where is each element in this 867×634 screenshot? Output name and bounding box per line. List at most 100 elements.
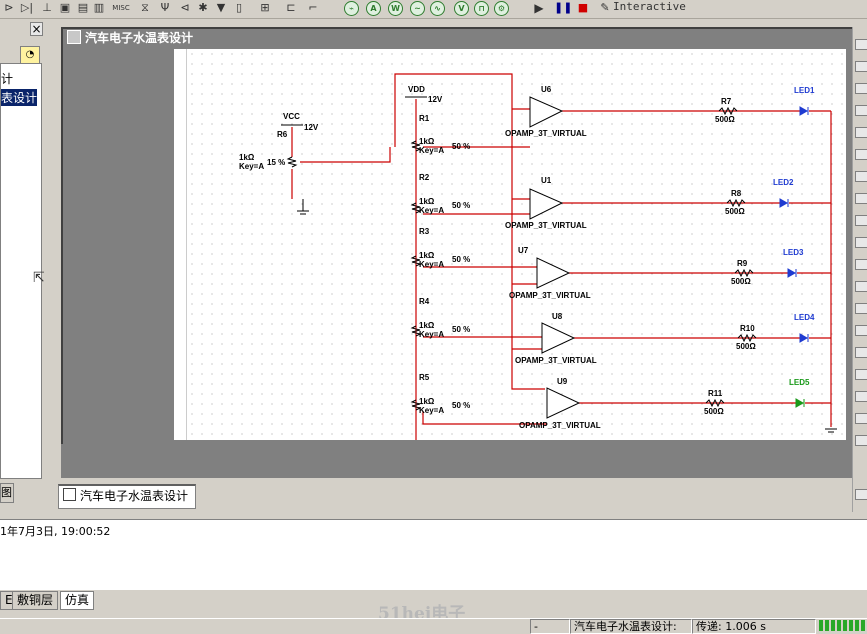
tool-icon[interactable] (855, 259, 867, 270)
tab-design[interactable]: 汽车电子水温表设计 (58, 484, 196, 509)
voltmeter-icon[interactable]: V (454, 1, 469, 16)
resistor-r11[interactable] (705, 398, 725, 408)
pot-r2[interactable] (410, 202, 422, 214)
led1-icon[interactable] (799, 106, 809, 116)
tool-icon[interactable] (855, 237, 867, 248)
tool-icon[interactable] (855, 61, 867, 72)
opamp-u9[interactable] (546, 387, 581, 419)
pot-pct: 50 % (452, 255, 470, 264)
transistor-icon[interactable]: ⊥ (42, 1, 52, 14)
pot-pct: 50 % (452, 142, 470, 151)
pot-key: Key=A (419, 146, 444, 155)
design-window-titlebar[interactable]: 汽车电子水温表设计 (63, 29, 852, 47)
opamp-model: OPAMP_3T_VIRTUAL (505, 129, 587, 138)
misc-icon[interactable]: MISC (112, 4, 130, 12)
close-icon[interactable]: × (30, 22, 43, 36)
ic-icon[interactable]: ▥ (93, 1, 105, 14)
oscilloscope-icon[interactable]: ~ (410, 1, 425, 16)
tool-icon[interactable] (855, 369, 867, 380)
tool-icon[interactable] (855, 325, 867, 336)
opamp-u8[interactable] (541, 322, 576, 354)
pulse-icon[interactable]: ⊓ (474, 1, 489, 16)
tool-icon[interactable] (855, 39, 867, 50)
tool-icon[interactable] (855, 435, 867, 446)
meter-icon[interactable]: ⌁ (344, 1, 359, 16)
log-line: 1年7月3日, 19:00:52 (0, 525, 111, 538)
probe-icon[interactable]: ▼ (216, 1, 226, 14)
schematic-icon (67, 30, 81, 44)
led5-icon[interactable] (795, 398, 805, 408)
led3-icon[interactable] (787, 268, 797, 278)
tree-item[interactable]: 计 (1, 72, 14, 86)
gate-icon[interactable]: ⊲ (180, 1, 190, 14)
wire[interactable] (394, 73, 545, 390)
component-icon[interactable]: ⊳ (4, 1, 14, 14)
resistor-r9[interactable] (734, 268, 754, 278)
tool-icon[interactable] (855, 105, 867, 116)
wire[interactable] (300, 147, 391, 163)
antenna-icon[interactable]: Ψ (160, 1, 170, 14)
generator-icon[interactable]: ∿ (430, 1, 445, 16)
pot-ref: R1 (419, 114, 430, 123)
wattmeter-icon[interactable]: W (388, 1, 403, 16)
led4-icon[interactable] (799, 333, 809, 343)
schematic-drawing[interactable]: VDD 12V VCC 12V R6 1kΩ Key=A 15 % R1 1kΩ… (187, 49, 846, 440)
tree-item-selected[interactable]: 表设计 (1, 89, 38, 106)
opamp-u6[interactable] (529, 96, 564, 128)
pot-value: 1kΩ (419, 197, 435, 206)
tool-icon[interactable] (855, 127, 867, 138)
resistor-r7[interactable] (718, 106, 738, 116)
connector-icon[interactable]: ⌐ (308, 1, 318, 14)
pot-r6[interactable] (286, 156, 298, 168)
ic-icon[interactable]: ▤ (77, 1, 89, 14)
tool-icon[interactable] (855, 193, 867, 204)
project-icon[interactable]: ◔ (20, 46, 40, 64)
tool-icon[interactable] (855, 149, 867, 160)
pot-r3[interactable] (410, 255, 422, 267)
resistor-icon[interactable]: ⧖ (141, 1, 149, 14)
schematic-canvas[interactable]: VDD 12V VCC 12V R6 1kΩ Key=A 15 % R1 1kΩ… (187, 49, 846, 440)
opamp-ref: U9 (557, 377, 568, 386)
design-title: 汽车电子水温表设计 (85, 31, 194, 45)
pot-pct: 50 % (452, 201, 470, 210)
tool-icon[interactable] (855, 347, 867, 358)
tool-icon[interactable] (855, 303, 867, 314)
diode-icon[interactable]: ▷| (20, 1, 34, 14)
opamp-u1[interactable] (529, 188, 564, 220)
vdd-label: VDD (408, 85, 425, 94)
pot-r5[interactable] (410, 399, 422, 411)
wire[interactable] (422, 411, 547, 425)
opamp-u7[interactable] (536, 257, 571, 289)
ammeter-icon[interactable]: A (366, 1, 381, 16)
tool-icon[interactable] (855, 489, 867, 500)
tool-icon[interactable] (855, 83, 867, 94)
panel-tab[interactable]: 图 (0, 483, 14, 503)
output-panel (0, 519, 867, 590)
tab-copper-layer[interactable]: 敷铜层 (12, 591, 59, 610)
tool-icon[interactable] (855, 281, 867, 292)
pot-r1[interactable] (410, 140, 422, 152)
run-icon[interactable]: ▶ (534, 1, 544, 15)
pot-r4[interactable] (410, 325, 422, 337)
resistor-r8[interactable] (726, 198, 746, 208)
ic-icon[interactable]: ▣ (59, 1, 71, 14)
power-icon[interactable]: ⊞ (260, 1, 270, 14)
gear-icon[interactable]: ⚙ (494, 1, 509, 16)
tool-icon[interactable] (855, 413, 867, 424)
instrument-icon[interactable]: ▯ (235, 1, 243, 14)
hier-block-icon[interactable]: ⊏ (286, 1, 296, 14)
vcc-label: VCC (283, 112, 300, 121)
pause-icon[interactable]: ❚❚ (554, 1, 573, 14)
tool-icon[interactable] (855, 215, 867, 226)
bus-icon[interactable]: ✱ (198, 1, 208, 14)
led-label: LED1 (794, 86, 815, 95)
led2-icon[interactable] (779, 198, 789, 208)
tool-icon[interactable] (855, 391, 867, 402)
interactive-mode-label[interactable]: Interactive (613, 0, 686, 13)
simulation-progress (818, 620, 867, 631)
resistor-r10[interactable] (737, 333, 757, 343)
tool-icon[interactable] (855, 171, 867, 182)
stop-icon[interactable]: ■ (577, 1, 589, 14)
tab-simulation[interactable]: 仿真 (60, 591, 95, 610)
wrench-icon[interactable]: ✎ (600, 1, 610, 14)
